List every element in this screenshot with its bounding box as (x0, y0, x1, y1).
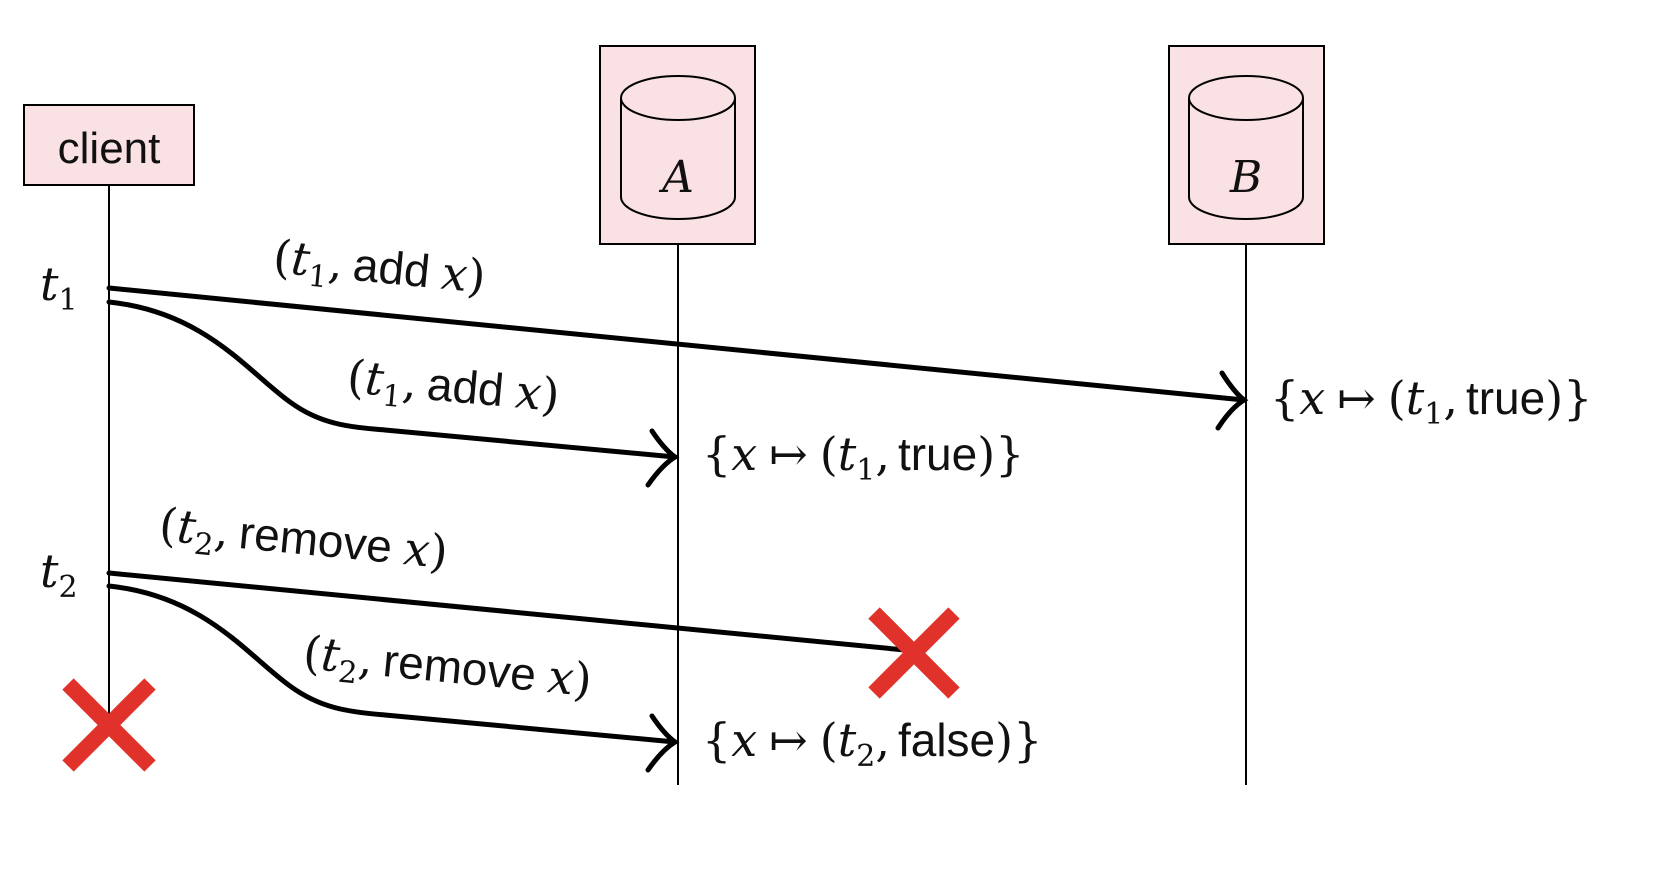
replica-b-box (1168, 45, 1325, 245)
message-t2-lost (106, 570, 908, 653)
cross-icon (62, 678, 156, 772)
message-t1-to-a (106, 299, 680, 488)
database-icon (620, 75, 736, 220)
state-replica-b: {x↦(t1,true)} (1270, 371, 1592, 432)
client-box (23, 104, 195, 186)
actor-replica-a: A (599, 45, 756, 245)
cross-icon (868, 607, 960, 699)
state-replica-a-second: {x↦(t2,false)} (702, 713, 1042, 774)
state-replica-a-first: {x↦(t1,true)} (702, 427, 1024, 488)
replica-b-label: B (1229, 152, 1262, 203)
replica-a-label: A (658, 152, 694, 203)
client-label: client (58, 124, 161, 173)
actor-replica-b: B (1168, 45, 1325, 245)
timestamp-t2: t2 (40, 544, 78, 605)
message-t2-to-a (106, 583, 680, 773)
actor-client: client (23, 104, 195, 186)
database-icon (1188, 75, 1304, 220)
replica-a-box (599, 45, 756, 245)
message-t1-to-b (106, 285, 1249, 431)
timestamp-t1: t1 (40, 257, 78, 318)
